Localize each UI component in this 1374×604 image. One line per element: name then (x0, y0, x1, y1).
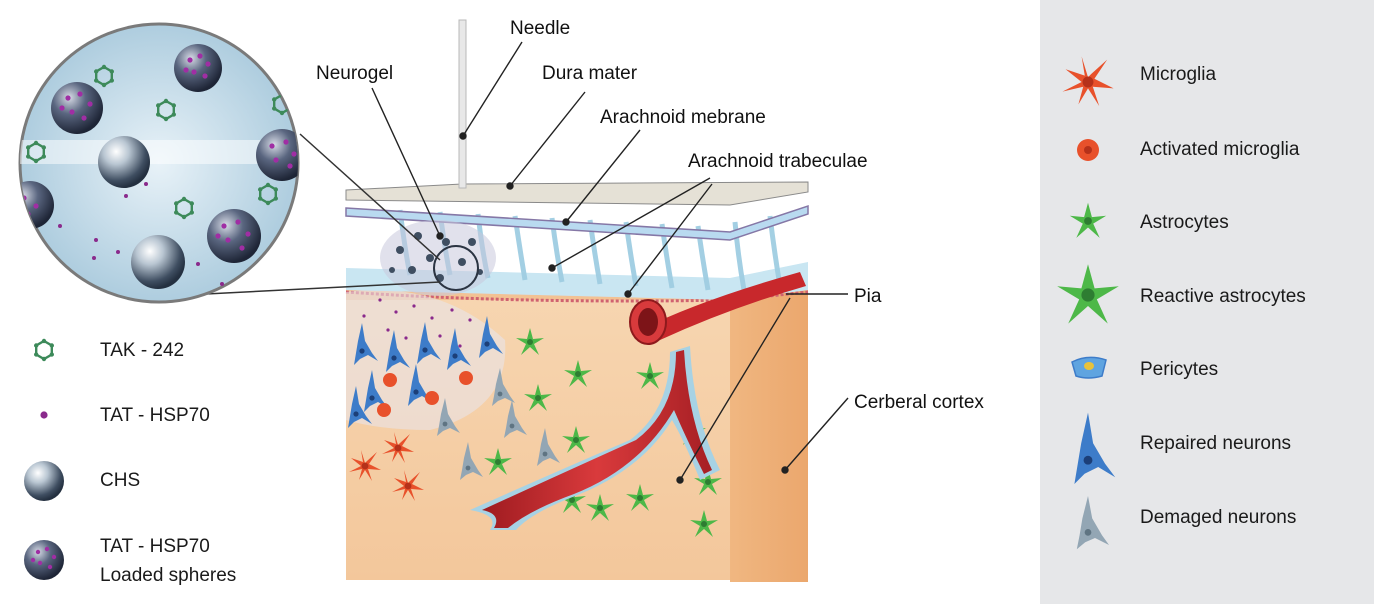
loaded-sphere-icon (24, 540, 64, 580)
astrocyte-icon (1069, 202, 1107, 238)
legend-damaged-neurons-label: Demaged neurons (1140, 507, 1297, 528)
pia-label: Pia (854, 286, 882, 307)
left-legend-icons (24, 337, 64, 580)
cortex-label: Cerberal cortex (854, 392, 984, 413)
zoom-loaded-spheres (20, 44, 298, 263)
arachnoid-membrane-label: Arachnoid mebrane (600, 107, 766, 128)
callout-labels: Needle Neurogel Dura mater Arachnoid meb… (316, 18, 984, 413)
legend-astrocytes-label: Astrocytes (1140, 212, 1229, 233)
damaged-neuron-icon (1076, 496, 1109, 550)
legend-reactive-astrocytes-label: Reactive astrocytes (1140, 286, 1306, 307)
microglia-icon (1062, 56, 1114, 106)
repaired-neuron-icon (1074, 412, 1116, 484)
activated-microglia-icon (1077, 139, 1099, 161)
blood-vessel (470, 272, 806, 530)
legend-loaded-line2: Loaded spheres (100, 565, 237, 586)
legend-activated-microglia-label: Activated microglia (1140, 139, 1300, 160)
chs-sphere-icon (24, 461, 64, 501)
legend-loaded-line1: TAT - HSP70 (100, 536, 210, 557)
legend-pericytes-label: Pericytes (1140, 359, 1219, 380)
zoom-chs-spheres (98, 136, 185, 289)
legend-tak242-label: TAK - 242 (100, 340, 185, 361)
legend-repaired-neurons-label: Repaired neurons (1140, 433, 1292, 454)
needle-label: Needle (510, 18, 570, 39)
arachnoid-trabeculae-label: Arachnoid trabeculae (688, 151, 868, 172)
cell-legend-panel: Microglia Activated microglia Astrocytes… (1040, 0, 1374, 604)
pericyte-icon (1071, 356, 1107, 379)
cortex-block (345, 268, 809, 582)
activated-microglia-cluster (377, 371, 473, 417)
reactive-astrocyte-icon (1057, 264, 1119, 324)
dura-mater-label: Dura mater (542, 63, 638, 84)
neurogel-label: Neurogel (316, 63, 393, 84)
legend-tat-hsp70-label: TAT - HSP70 (100, 405, 210, 426)
zoom-tat-hsp70 (58, 182, 224, 286)
tak242-ring-icon (32, 337, 56, 363)
legend-chs-label: CHS (100, 470, 141, 491)
callout-lines (371, 41, 849, 484)
tat-hsp70-dot-icon (40, 411, 48, 419)
legend-microglia-label: Microglia (1140, 64, 1217, 85)
zoom-callout (18, 22, 441, 304)
needle (458, 19, 467, 189)
